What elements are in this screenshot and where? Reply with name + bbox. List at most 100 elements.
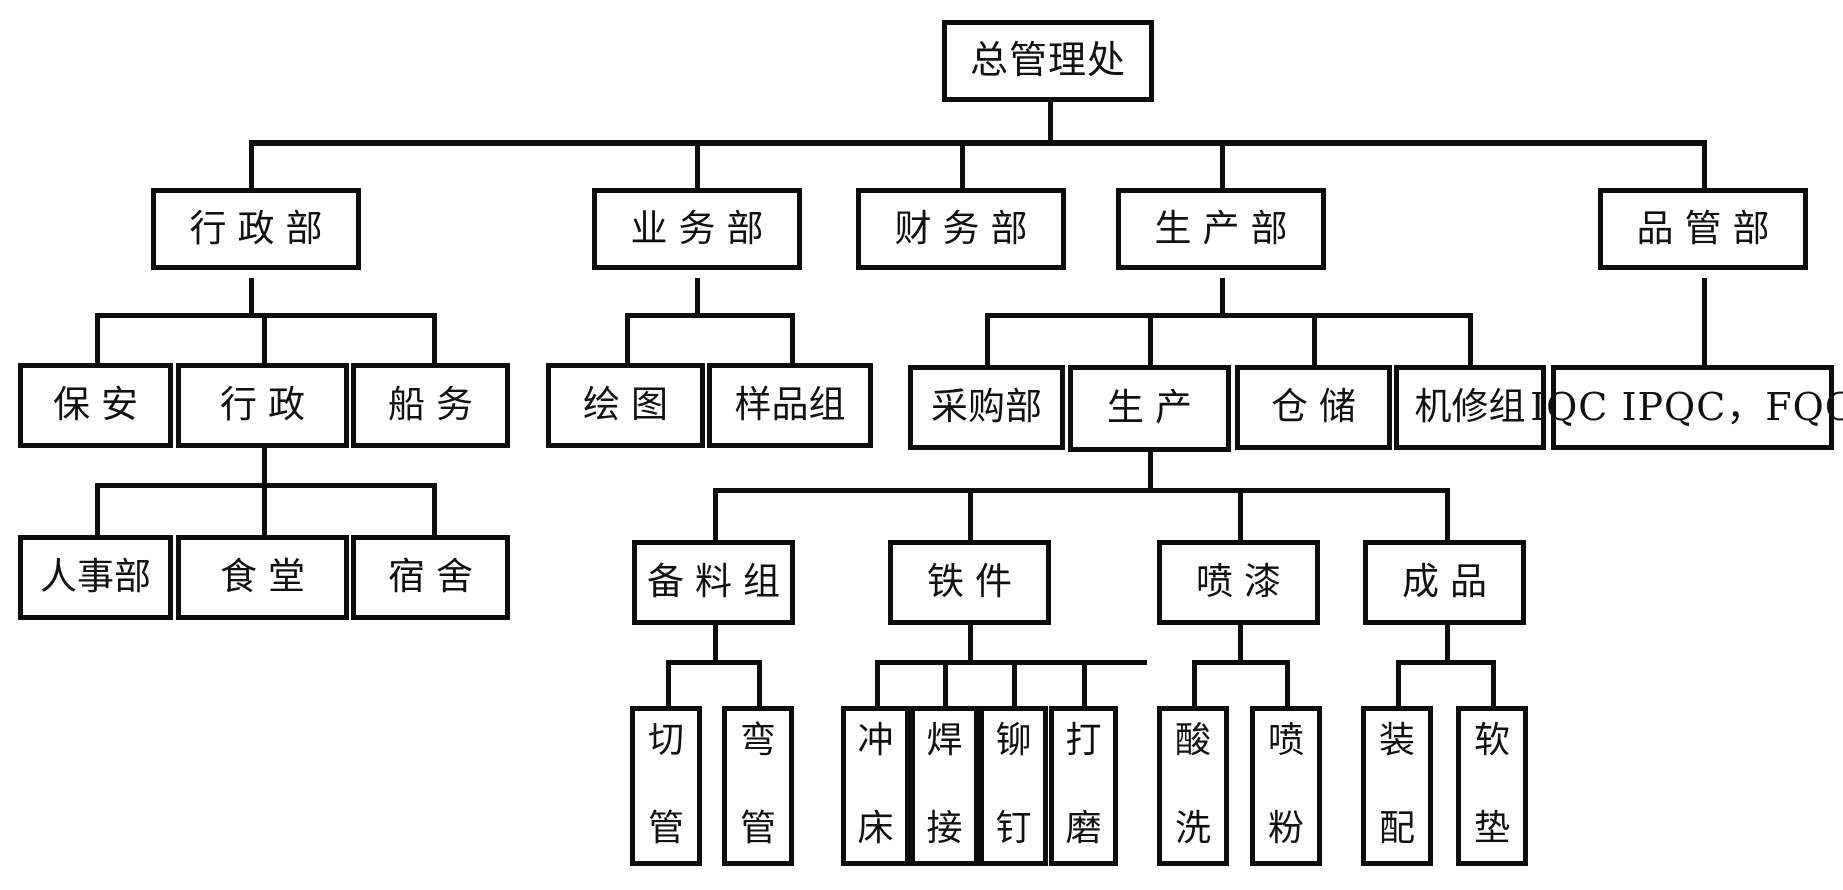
node-quality-dept[interactable]: 品管部 (1598, 188, 1808, 270)
node-security[interactable]: 保安 (18, 363, 173, 448)
node-root[interactable]: 总管理处 (942, 20, 1154, 102)
connector-administration-stem (262, 448, 267, 486)
node-warehouse[interactable]: 仓储 (1235, 365, 1392, 450)
connector-metal-stem (968, 622, 973, 664)
node-riveting[interactable]: 铆 钉 (979, 706, 1048, 866)
node-shipping-label: 船务 (388, 383, 484, 427)
node-security-label: 保安 (53, 383, 149, 427)
node-powder-coating-char2: 粉 (1267, 808, 1304, 849)
node-metal-parts-label: 铁件 (927, 560, 1023, 604)
node-finished-goods-label: 成品 (1402, 560, 1498, 604)
node-warehouse-label: 仓储 (1271, 385, 1367, 429)
node-riveting-char2: 钉 (995, 808, 1032, 849)
node-punching[interactable]: 冲 床 (841, 706, 910, 866)
connector-drop-production (1220, 140, 1225, 188)
connector-drop-sample (790, 313, 795, 363)
node-canteen[interactable]: 食堂 (176, 535, 349, 620)
connector-drop-purchasing (985, 313, 990, 365)
connector-finished-stem (1445, 622, 1450, 664)
node-root-label: 总管理处 (969, 38, 1126, 83)
node-maintenance-label: 机修组 (1414, 385, 1526, 429)
node-production[interactable]: 生产 (1068, 365, 1231, 452)
node-dormitory[interactable]: 宿舍 (351, 535, 510, 620)
connector-production-dept-stem (1220, 278, 1225, 316)
node-welding[interactable]: 焊 接 (910, 706, 979, 866)
node-painting[interactable]: 喷漆 (1157, 540, 1320, 625)
node-drafting-label: 绘图 (583, 383, 679, 427)
node-assembly-char2: 配 (1378, 808, 1415, 849)
connector-drop-pipe-cutting (666, 660, 671, 708)
connector-drop-drafting (625, 313, 630, 363)
connector-quality-stem (1702, 278, 1707, 365)
node-administration[interactable]: 行政 (176, 363, 349, 448)
node-powder-coating-char1: 喷 (1267, 720, 1304, 761)
connector-production-dept-bus (985, 313, 1468, 318)
node-business-dept-label: 业务部 (630, 206, 775, 250)
node-welding-char2: 接 (926, 808, 963, 849)
connector-drop-hr (95, 483, 100, 535)
node-admin-dept[interactable]: 行政部 (151, 188, 361, 270)
connector-drop-finished (1445, 488, 1450, 540)
node-material-prep[interactable]: 备料组 (632, 540, 795, 625)
node-production-label: 生产 (1107, 386, 1203, 430)
connector-drop-welding (943, 660, 948, 708)
connector-drop-quality (1702, 140, 1707, 188)
connector-drop-material-prep (713, 488, 718, 540)
node-pickling-char2: 洗 (1174, 808, 1211, 849)
node-drafting[interactable]: 绘图 (546, 363, 705, 448)
node-shipping[interactable]: 船务 (351, 363, 510, 448)
connector-drop-shipping (432, 313, 437, 363)
connector-painting-bus (1192, 660, 1290, 665)
node-pipe-bending[interactable]: 弯 管 (722, 706, 794, 866)
node-qc-line[interactable]: IQC IPQC，FQC (1530, 365, 1843, 450)
node-assembly[interactable]: 装 配 (1361, 706, 1433, 866)
node-pipe-bending-char1: 弯 (739, 720, 776, 761)
connector-drop-maintenance (1468, 313, 1473, 365)
node-pipe-cutting-char1: 切 (647, 720, 684, 761)
node-finance-dept-label: 财务部 (894, 206, 1039, 250)
node-maintenance[interactable]: 机修组 (1394, 365, 1546, 450)
node-production-dept[interactable]: 生产部 (1116, 188, 1326, 270)
node-grinding-char2: 磨 (1065, 808, 1102, 849)
node-quality-dept-label: 品管部 (1636, 206, 1781, 250)
connector-drop-admin (249, 140, 254, 188)
node-grinding-char1: 打 (1065, 720, 1102, 761)
connector-drop-pickling (1192, 660, 1197, 708)
node-purchasing[interactable]: 采购部 (908, 365, 1065, 450)
node-powder-coating[interactable]: 喷 粉 (1250, 706, 1322, 866)
connector-finished-bus (1396, 660, 1496, 665)
connector-drop-finance (960, 140, 965, 188)
node-finished-goods[interactable]: 成品 (1363, 540, 1526, 625)
node-pipe-cutting[interactable]: 切 管 (630, 706, 702, 866)
node-cushion-char2: 垫 (1473, 808, 1510, 849)
node-painting-label: 喷漆 (1196, 560, 1292, 604)
node-assembly-char1: 装 (1378, 720, 1415, 761)
node-hr-label: 人事部 (40, 555, 151, 599)
node-canteen-label: 食堂 (220, 555, 316, 599)
node-cushion[interactable]: 软 垫 (1456, 706, 1528, 866)
node-punching-char1: 冲 (857, 720, 894, 761)
node-dormitory-label: 宿舍 (388, 555, 484, 599)
connector-drop-warehouse (1312, 313, 1317, 365)
node-sample-group[interactable]: 样品组 (707, 363, 873, 448)
node-production-dept-label: 生产部 (1154, 206, 1299, 250)
node-sample-group-label: 样品组 (734, 383, 846, 427)
connector-drop-metal-parts (968, 488, 973, 540)
node-hr[interactable]: 人事部 (18, 535, 173, 620)
node-finance-dept[interactable]: 财务部 (856, 188, 1066, 270)
node-metal-parts[interactable]: 铁件 (888, 540, 1051, 625)
node-pipe-bending-char2: 管 (739, 808, 776, 849)
node-business-dept[interactable]: 业务部 (592, 188, 802, 270)
node-pickling[interactable]: 酸 洗 (1157, 706, 1229, 866)
node-pipe-cutting-char2: 管 (647, 808, 684, 849)
connector-drop-painting (1238, 488, 1243, 540)
connector-drop-assembly (1396, 660, 1401, 708)
connector-drop-riveting (1012, 660, 1017, 708)
node-grinding[interactable]: 打 磨 (1049, 706, 1118, 866)
node-riveting-char1: 铆 (995, 720, 1032, 761)
connector-material-bus (666, 660, 762, 665)
connector-painting-stem (1238, 622, 1243, 664)
node-material-prep-label: 备料组 (647, 560, 791, 604)
connector-drop-business (695, 140, 700, 188)
